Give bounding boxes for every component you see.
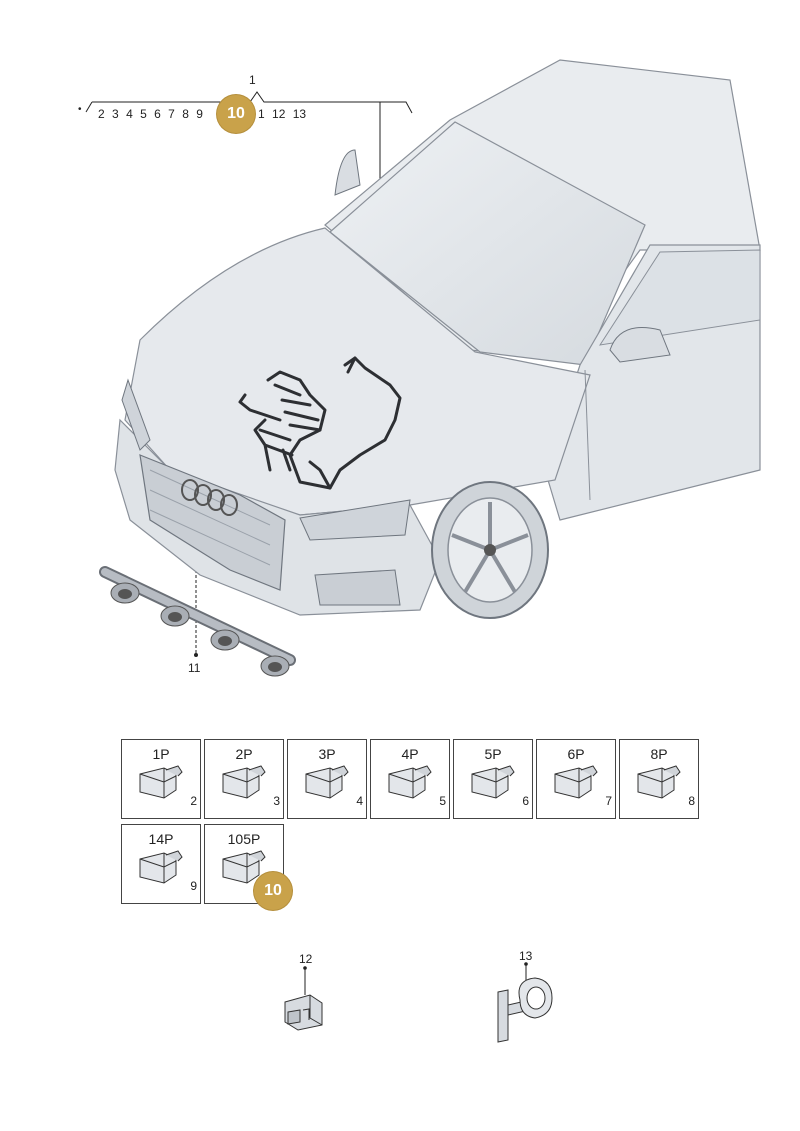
connector-icon bbox=[305, 765, 349, 799]
connector-pins: 4P bbox=[401, 746, 419, 762]
callout-1: 1 bbox=[249, 73, 256, 87]
connector-num: 9 bbox=[190, 879, 197, 893]
callout-3: 3 bbox=[112, 107, 119, 121]
callout-13: 13 bbox=[292, 107, 307, 121]
connector-pins: 14P bbox=[148, 831, 174, 847]
car-illustration bbox=[99, 59, 761, 677]
connector-pins: 8P bbox=[650, 746, 668, 762]
callout-6: 6 bbox=[154, 107, 161, 121]
connector-num: 7 bbox=[605, 794, 612, 808]
callout-1-partial: 1 bbox=[258, 107, 265, 121]
connector-icon bbox=[222, 765, 266, 799]
connector-cell-6p[interactable]: 6P 7 bbox=[536, 739, 616, 819]
connector-pins: 3P bbox=[318, 746, 336, 762]
connector-num: 3 bbox=[273, 794, 280, 808]
connector-num: 5 bbox=[439, 794, 446, 808]
callout-items-right: 1 12 13 bbox=[258, 107, 306, 121]
connector-icon bbox=[139, 850, 183, 884]
connector-icon bbox=[471, 765, 515, 799]
connector-num: 2 bbox=[190, 794, 197, 808]
connector-cell-14p[interactable]: 14P 9 bbox=[121, 824, 201, 904]
connector-cell-2p[interactable]: 2P 3 bbox=[204, 739, 284, 819]
callout-9: 9 bbox=[196, 107, 203, 121]
connector-cell-1p[interactable]: 1P 2 bbox=[121, 739, 201, 819]
connector-pins: 6P bbox=[567, 746, 585, 762]
connector-cell-3p[interactable]: 3P 4 bbox=[287, 739, 367, 819]
connector-icon bbox=[637, 765, 681, 799]
connector-pins: 1P bbox=[152, 746, 170, 762]
connector-icon bbox=[139, 765, 183, 799]
connector-icon bbox=[222, 850, 266, 884]
connector-pins: 105P bbox=[227, 831, 261, 847]
callout-5: 5 bbox=[140, 107, 147, 121]
connector-num: 4 bbox=[356, 794, 363, 808]
connector-num: 8 bbox=[688, 794, 695, 808]
connector-cell-8p[interactable]: 8P 8 bbox=[619, 739, 699, 819]
callout-11: 11 bbox=[188, 661, 201, 675]
callout-4: 4 bbox=[126, 107, 133, 121]
callout-8: 8 bbox=[182, 107, 189, 121]
highlight-badge-top[interactable]: 10 bbox=[217, 95, 255, 133]
connector-num: 6 bbox=[522, 794, 529, 808]
highlight-badge-grid[interactable]: 10 bbox=[254, 872, 292, 910]
clip-13-icon bbox=[497, 977, 553, 1043]
callout-12: 12 bbox=[272, 107, 286, 121]
connector-icon bbox=[388, 765, 432, 799]
connector-icon bbox=[554, 765, 598, 799]
connector-pins: 2P bbox=[235, 746, 253, 762]
clip-12-icon bbox=[284, 994, 323, 1031]
connector-cell-5p[interactable]: 5P 6 bbox=[453, 739, 533, 819]
connector-pins: 5P bbox=[484, 746, 502, 762]
callout-dot: • bbox=[78, 104, 82, 115]
callout-13-label: 13 bbox=[519, 949, 533, 963]
connector-cell-4p[interactable]: 4P 5 bbox=[370, 739, 450, 819]
callout-7: 7 bbox=[168, 107, 175, 121]
callout-2: 2 bbox=[98, 107, 105, 121]
callout-items-left: 2 3 4 5 6 7 8 9 bbox=[98, 107, 203, 121]
callout-12-label: 12 bbox=[299, 952, 313, 966]
